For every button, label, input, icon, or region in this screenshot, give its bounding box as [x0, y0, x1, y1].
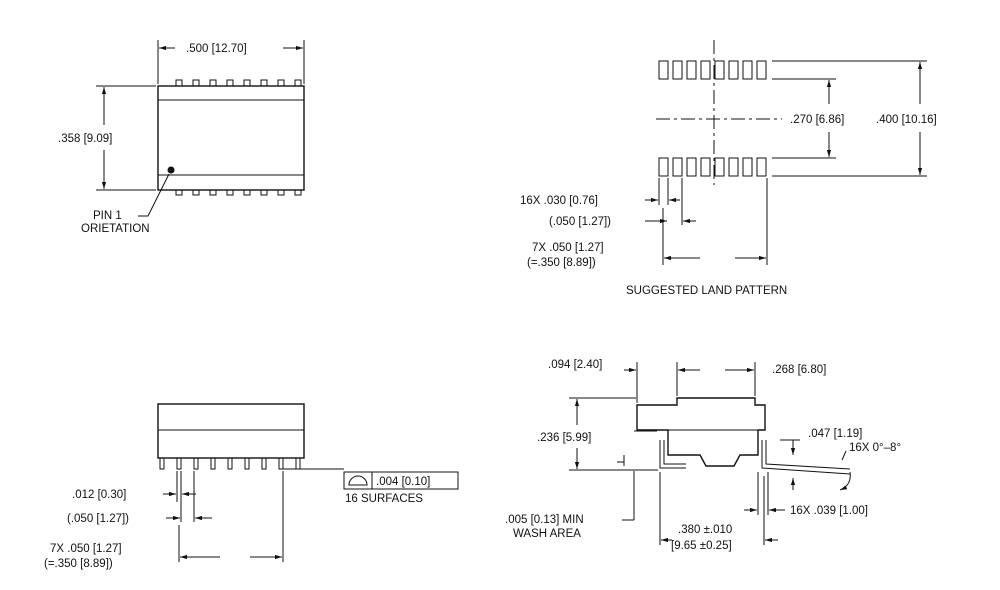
land-span-dim-2: (=.350 [8.89])	[527, 257, 596, 269]
land-pad-pitch-dim: .270 [6.86]	[790, 114, 844, 126]
side-standoff-dim: .094 [2.40]	[548, 359, 602, 371]
side-span-dim-2: [9.65 ±0.25]	[671, 540, 732, 552]
right-lead	[761, 440, 851, 475]
side-foot-length-dim: 16X .039 [1.00]	[790, 505, 868, 517]
land-overall-dim: .400 [10.16]	[876, 114, 937, 126]
front-view: .004 [0.10] 16 SURFACES .012 [0.30] (.05…	[44, 403, 459, 570]
top-view-width-dim: .500 [12.70]	[186, 43, 247, 55]
profile-symbol	[348, 475, 368, 486]
side-height-dim: .236 [5.99]	[537, 432, 591, 444]
front-view-leads	[159, 457, 301, 470]
side-body-outline	[636, 397, 766, 467]
land-pads-top	[658, 60, 767, 80]
pin1-label: PIN 1	[93, 210, 122, 222]
land-pad-width-dim: 16X .030 [0.76]	[520, 195, 598, 207]
top-view-pins-top	[175, 79, 302, 87]
land-pattern-view: .270 [6.86] .400 [10.16] 16X .030 [0.76]…	[520, 40, 937, 297]
side-angle-dim: 16X 0°–8°	[849, 442, 901, 454]
coplanarity-value: .004 [0.10]	[376, 476, 430, 488]
front-pitch-ref-dim: (.050 [1.27])	[67, 513, 129, 525]
lead-width-dim: .012 [0.30]	[72, 489, 126, 501]
pin1-dot	[167, 166, 175, 174]
pin1-label-2: ORIETATION	[81, 223, 150, 235]
top-view-height-dim: .358 [9.09]	[58, 133, 112, 145]
side-view: .094 [2.40] .268 [6.80] .236 [5.99] .047…	[505, 359, 901, 552]
side-top-width-dim: .268 [6.80]	[772, 364, 826, 376]
wash-area-label: WASH AREA	[513, 528, 581, 540]
land-pitch-ref-dim: (.050 [1.27])	[549, 216, 611, 228]
top-view-pins-bottom	[175, 189, 302, 196]
land-pads-bottom	[658, 157, 767, 177]
front-span-dim: 7X .050 [1.27]	[50, 543, 122, 555]
left-lead	[659, 440, 686, 469]
side-lead-thickness-dim: .047 [1.19]	[808, 428, 862, 440]
front-span-dim-2: (=.350 [8.89])	[44, 558, 113, 570]
package-body-front-view	[157, 403, 305, 459]
coplanarity-frame	[343, 471, 459, 490]
side-span-dim: .380 ±.010	[678, 524, 732, 536]
land-span-dim: 7X .050 [1.27]	[532, 242, 604, 254]
wash-area-dim: .005 [0.13] MIN	[505, 514, 584, 526]
package-body-top-view	[157, 85, 305, 191]
top-view: .500 [12.70] .358 [9.09] PIN 1 ORIETATIO…	[58, 40, 305, 235]
coplanarity-note: 16 SURFACES	[345, 493, 423, 505]
land-pattern-caption: SUGGESTED LAND PATTERN	[626, 285, 787, 297]
